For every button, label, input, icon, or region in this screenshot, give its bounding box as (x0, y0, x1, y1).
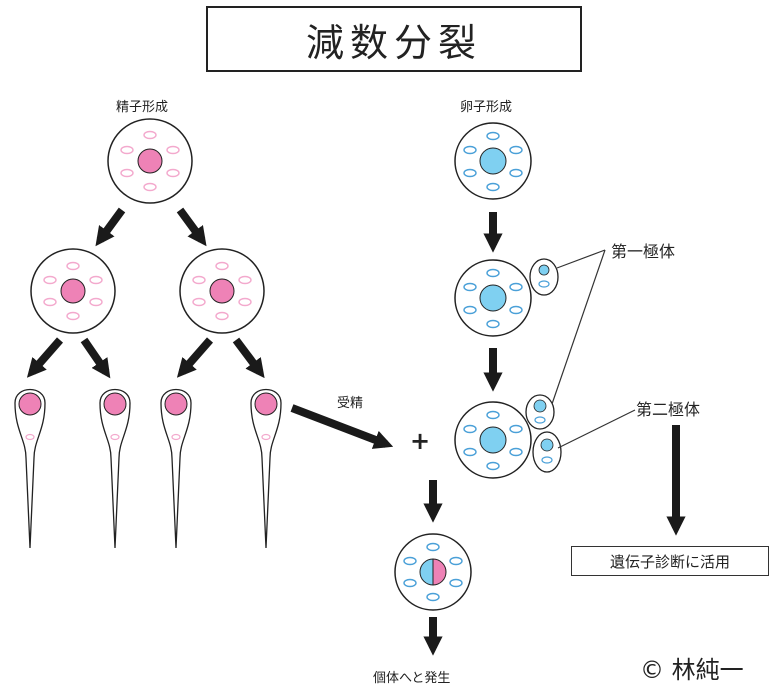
egg-formation-label: 卵子形成 (460, 100, 513, 115)
zygote-cell (394, 533, 472, 611)
second-polar-body-label: 第二極体 (636, 400, 701, 419)
sperm-3 (160, 389, 192, 549)
sperm-1 (14, 389, 46, 549)
egg-primary-cell (454, 122, 532, 200)
development-label: 個体へと発生 (373, 671, 451, 686)
copyright-text: © 林純一 (640, 656, 744, 684)
first-polar-body-divided (525, 394, 555, 430)
first-polar-body (529, 258, 559, 296)
second-polar-body (532, 431, 562, 473)
pointer-lines (551, 249, 636, 449)
sperm-secondary-cell-left (30, 248, 116, 334)
page-title: 減数分裂 (206, 6, 582, 72)
sperm-2 (99, 389, 131, 549)
sperm-secondary-cell-right (179, 248, 265, 334)
flow-arrows (290, 212, 686, 656)
fertilization-label: 受精 (337, 396, 364, 411)
egg-secondary-cell (454, 259, 532, 337)
sperm-primary-cell (107, 118, 193, 204)
plus-sign: + (410, 427, 431, 455)
egg-mature-cell (454, 401, 532, 479)
genetic-diagnosis-box: 遺伝子診断に活用 (571, 546, 769, 576)
first-polar-body-label: 第一極体 (611, 242, 676, 261)
sperm-4 (250, 389, 282, 549)
sperm-formation-label: 精子形成 (116, 100, 169, 115)
sperm-arrows (26, 207, 265, 379)
